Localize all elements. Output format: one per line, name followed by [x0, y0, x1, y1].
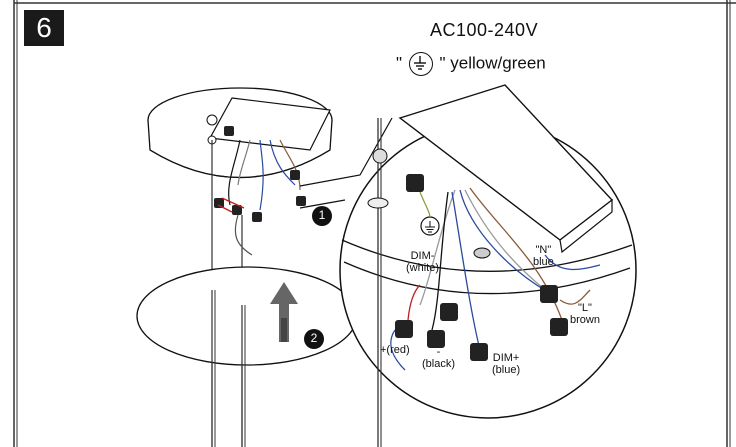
ground-icon — [408, 52, 433, 76]
ceiling-canopy — [147, 87, 333, 222]
minus-black-label: - (black) — [422, 346, 455, 370]
neutral-color: blue — [533, 256, 554, 268]
quote-close: " — [439, 53, 446, 73]
dim-minus-color: (white) — [406, 262, 440, 274]
lift-arrow — [270, 282, 298, 342]
dim-plus-text: DIM+ — [492, 352, 520, 364]
minus-text: - — [436, 346, 441, 358]
callout-2-number: 2 — [310, 331, 318, 345]
live-text: "L" — [578, 302, 592, 314]
live-color: brown — [570, 314, 600, 326]
ground-color-text: yellow/green — [450, 53, 546, 73]
live-label: "L" brown — [570, 302, 600, 326]
neutral-label: "N" blue — [533, 244, 554, 268]
power-cable — [234, 214, 253, 256]
minus-color: (black) — [422, 358, 456, 370]
magnified-view — [299, 84, 637, 447]
callout-1-number: 1 — [318, 208, 326, 222]
callout-1 — [312, 206, 332, 226]
voltage-label: AC100-240V — [430, 20, 539, 40]
quote-open: " — [396, 53, 403, 73]
neutral-text: "N" — [535, 244, 552, 256]
dim-minus-label: DIM- (white) — [406, 250, 439, 274]
step-number-badge: 6 — [24, 10, 64, 46]
callout-2 — [304, 329, 324, 349]
plus-red-label: +(red) — [380, 344, 410, 356]
dim-minus-text: DIM- — [410, 250, 435, 262]
dim-plus-color: (blue) — [492, 364, 521, 376]
dim-plus-label: DIM+ (blue) — [492, 352, 520, 376]
ground-wire-note: " " yellow/green — [396, 52, 546, 76]
lamp-disc — [136, 266, 358, 366]
